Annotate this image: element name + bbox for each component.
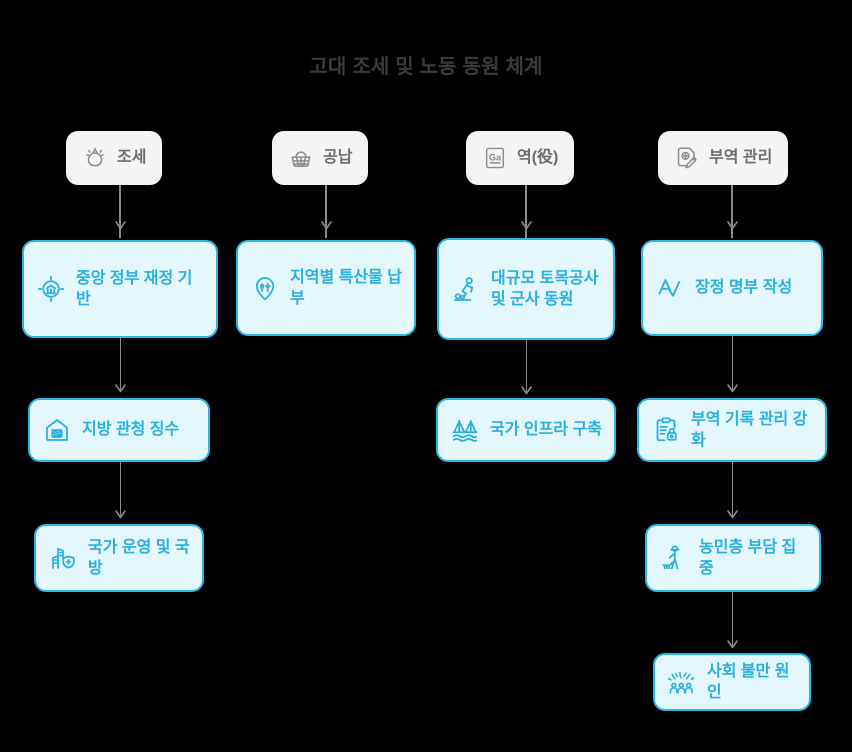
laborer-icon (451, 274, 481, 304)
basket-icon (288, 145, 314, 171)
connector-line (325, 185, 327, 238)
header-chip-label: 공납 (323, 149, 353, 166)
node-public-works-mobilization[interactable]: 대규모 토목공사 및 군사 동원 (437, 238, 615, 340)
page-title: 고대 조세 및 노동 동원 체계 (309, 56, 543, 78)
building-shield-icon (48, 543, 78, 573)
clipboard-lock-icon (651, 415, 681, 445)
node-peasant-burden[interactable]: 농민층 부담 집중 (645, 524, 821, 592)
connector-line (119, 185, 121, 238)
node-label: 지방 관청 징수 (82, 421, 180, 439)
header-chip-tax[interactable]: 조세 (66, 131, 163, 185)
connector-line (731, 185, 733, 238)
node-state-defense[interactable]: 국가 운영 및 국방 (34, 524, 204, 592)
government-bank-target-icon (36, 274, 66, 304)
svg-text:Ga: Ga (489, 153, 502, 163)
farmer-icon (659, 543, 689, 573)
connector-line (525, 185, 527, 238)
header-chip-corvee[interactable]: Ga 역(役) (466, 131, 575, 185)
header-chip-corvee-admin[interactable]: 부역 관리 (658, 131, 789, 185)
node-label: 지역별 특산물 납부 (290, 268, 402, 307)
node-conscript-roster[interactable]: 장정 명부 작성 (641, 240, 823, 336)
bridge-icon (450, 415, 480, 445)
a-checkmark-icon (655, 273, 685, 303)
node-label: 국가 인프라 구축 (490, 421, 602, 439)
node-label: 국가 운영 및 국방 (88, 538, 190, 577)
node-central-finance[interactable]: 중앙 정부 재정 기반 (22, 240, 218, 338)
money-bag-icon (82, 145, 108, 171)
node-label: 농민층 부담 집중 (699, 538, 797, 577)
header-chip-label: 역(役) (517, 149, 559, 166)
node-label: 장정 명부 작성 (695, 279, 793, 297)
crowd-protest-icon (667, 667, 697, 697)
location-pin-produce-icon (250, 273, 280, 303)
header-chip-tribute[interactable]: 공납 (272, 131, 369, 185)
node-label: 부역 기록 관리 강화 (691, 410, 808, 449)
ga-label-box-icon: Ga (482, 145, 508, 171)
node-label: 대규모 토목공사 및 군사 동원 (491, 269, 599, 308)
document-pen-icon (674, 145, 700, 171)
node-infrastructure[interactable]: 국가 인프라 구축 (436, 398, 616, 462)
local-office-building-icon (42, 415, 72, 445)
node-label: 중앙 정부 재정 기반 (76, 269, 193, 308)
header-chip-label: 부역 관리 (709, 149, 773, 166)
header-chip-label: 조세 (117, 149, 147, 166)
node-record-management[interactable]: 부역 기록 관리 강화 (637, 398, 827, 462)
node-regional-goods[interactable]: 지역별 특산물 납부 (236, 240, 416, 336)
node-social-unrest[interactable]: 사회 불만 원인 (653, 653, 811, 711)
node-label: 사회 불만 원인 (707, 662, 790, 701)
node-local-collection[interactable]: 지방 관청 징수 (28, 398, 210, 462)
